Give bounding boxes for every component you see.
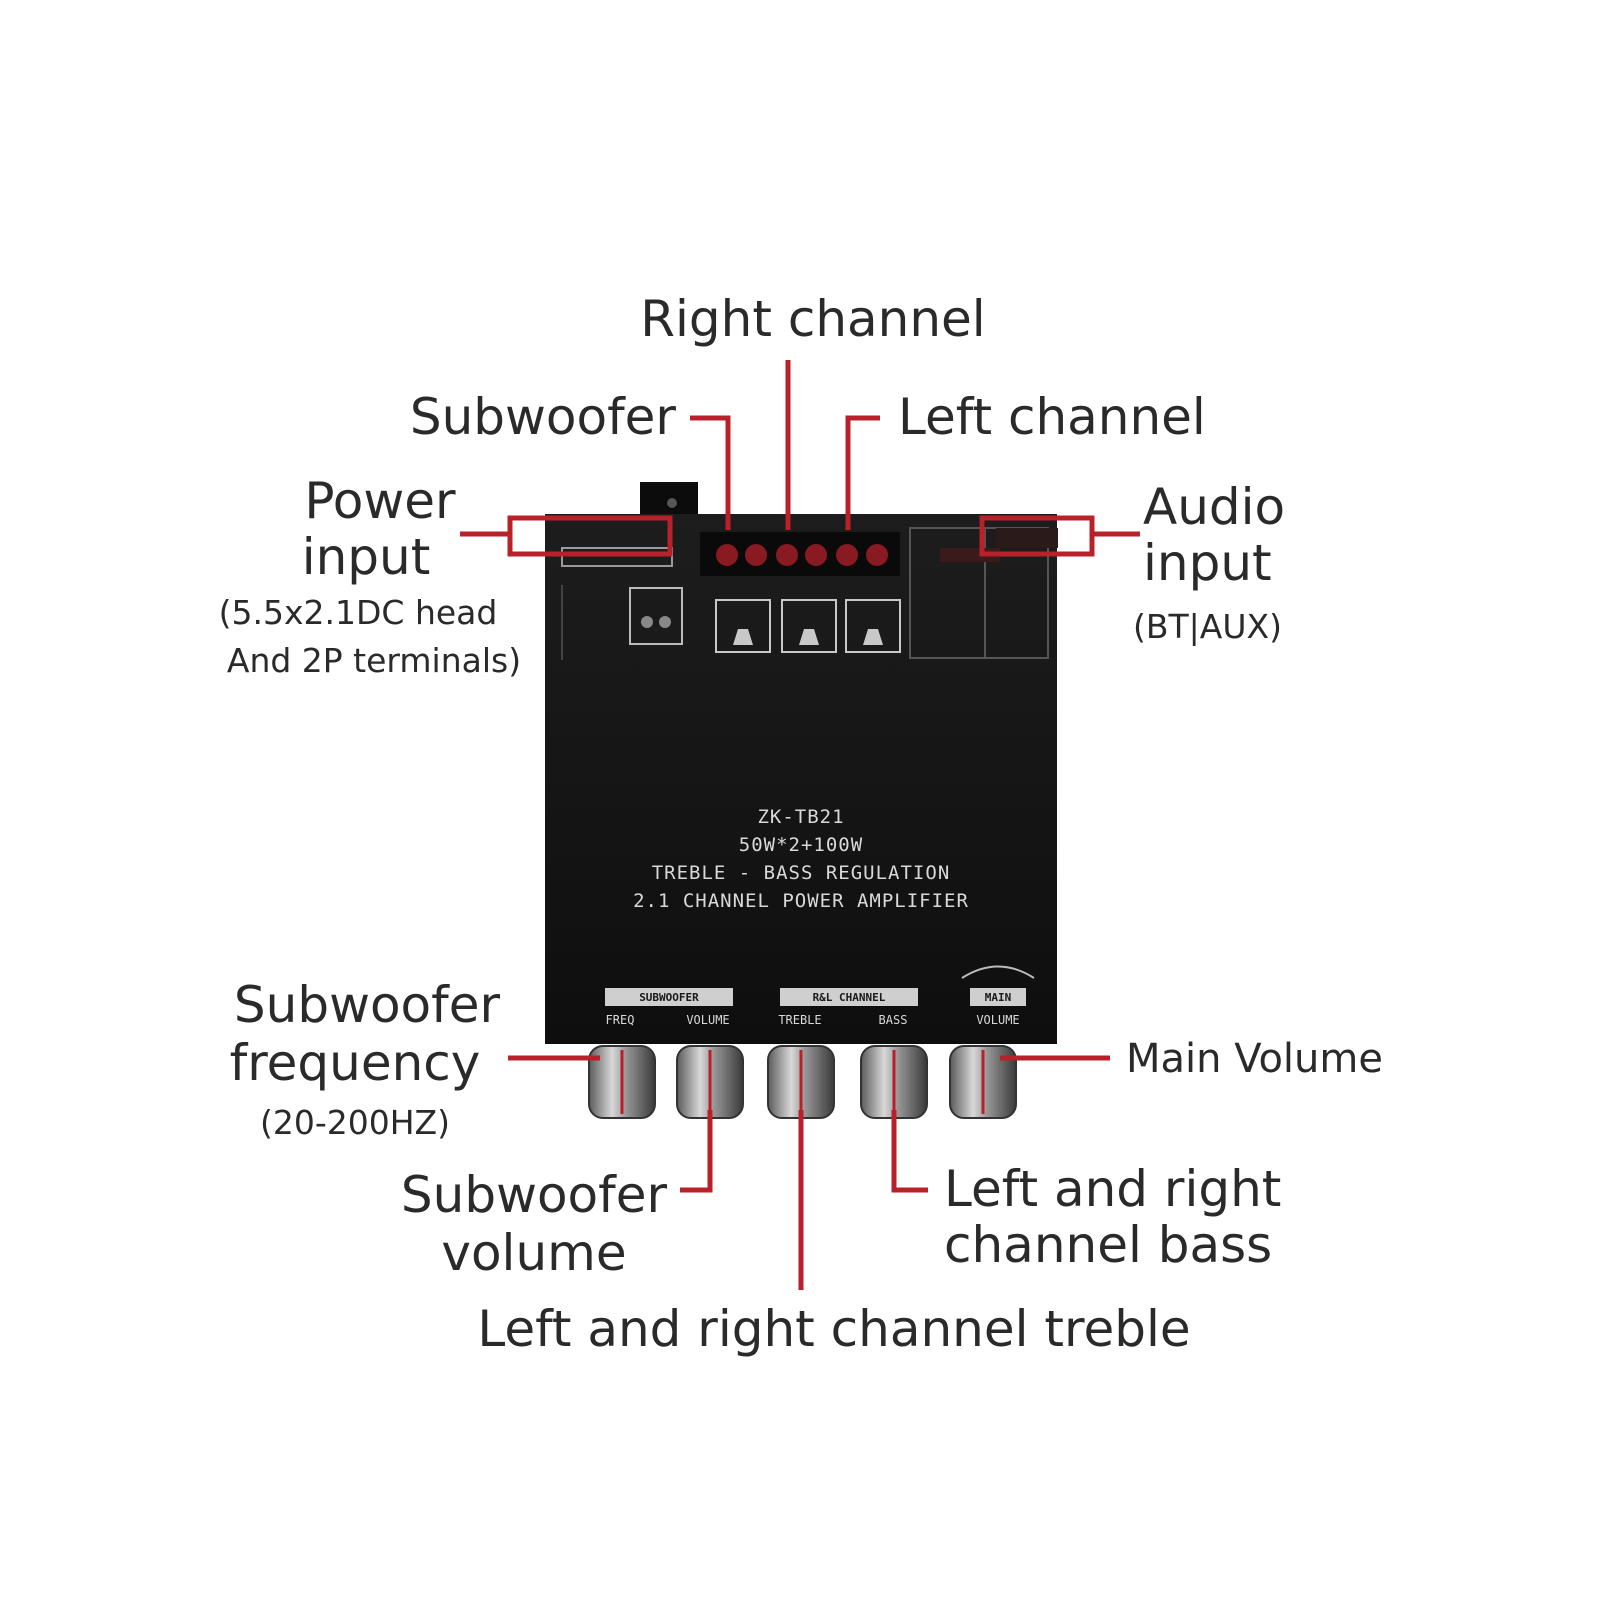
tab-lr-channel [780, 988, 918, 1006]
callout-main-volume: Main Volume [1126, 1036, 1383, 1082]
power-terminal-block [561, 547, 683, 660]
pointer-sub-volume [680, 1110, 713, 1193]
amplifier-board [545, 514, 1057, 1044]
callout-subwoofer: Subwoofer [410, 388, 677, 446]
tab-main [970, 988, 1026, 1006]
knob-label-treble: TREBLE [778, 1013, 821, 1027]
knob-main-volume[interactable] [949, 1045, 1017, 1119]
board-description: 2.1 CHANNEL POWER AMPLIFIER [633, 890, 969, 912]
callout-sub-volume-line2: volume [441, 1224, 626, 1282]
pointer-left-channel [845, 415, 880, 530]
knob-label-bass: BASS [879, 1013, 908, 1027]
tab-lr-channel-text: R&L CHANNEL [813, 991, 886, 1004]
tab-subwoofer [605, 988, 733, 1006]
pointer-power-input-box [507, 515, 673, 557]
knob-sub-frequency[interactable] [588, 1045, 656, 1119]
dc-jack-hole [667, 498, 677, 508]
callout-power-input-line1: Power [304, 472, 456, 530]
tab-subwoofer-text: SUBWOOFER [639, 991, 699, 1004]
callout-power-input-detail2: And 2P terminals) [227, 641, 521, 680]
speaker-icons [715, 599, 901, 653]
callout-right-channel: Right channel [640, 290, 985, 348]
knob-bass[interactable] [860, 1045, 928, 1119]
speaker-terminals [700, 532, 900, 576]
volume-arc [961, 965, 1035, 979]
callout-lr-bass-line1: Left and right [944, 1160, 1281, 1218]
knob-label-sub-volume: VOLUME [686, 1013, 729, 1027]
callout-power-input-detail1: (5.5x2.1DC head [219, 593, 498, 632]
pointer-lines [460, 360, 1140, 1290]
callout-audio-input-line1: Audio [1143, 478, 1285, 536]
callout-lr-bass-line2: channel bass [944, 1216, 1272, 1274]
knob-treble[interactable] [767, 1045, 835, 1119]
callout-audio-input-line2: input [1143, 534, 1272, 592]
board-power-rating: 50W*2+100W [739, 834, 863, 856]
callout-sub-frequency-detail: (20-200HZ) [260, 1103, 450, 1142]
pointer-bass [891, 1110, 928, 1193]
knob-sub-volume[interactable] [676, 1045, 744, 1119]
callout-sub-volume-line1: Subwoofer [401, 1166, 668, 1224]
knob-label-freq: FREQ [606, 1013, 635, 1027]
callout-sub-frequency-line2: frequency [230, 1034, 481, 1092]
callout-audio-input-detail: (BT|AUX) [1133, 607, 1282, 646]
audio-input-block [909, 527, 1058, 659]
callout-left-channel: Left channel [898, 388, 1206, 446]
callout-power-input-line2: input [302, 528, 431, 586]
board-feature: TREBLE - BASS REGULATION [652, 862, 951, 884]
pointer-audio-input-box [979, 515, 1095, 557]
pointer-subwoofer [690, 415, 731, 530]
callout-lr-treble: Left and right channel treble [477, 1300, 1190, 1358]
tab-main-text: MAIN [985, 991, 1012, 1004]
callout-sub-frequency-line1: Subwoofer [234, 976, 501, 1034]
board-model: ZK-TB21 [757, 806, 844, 828]
knob-label-main-volume: VOLUME [976, 1013, 1019, 1027]
